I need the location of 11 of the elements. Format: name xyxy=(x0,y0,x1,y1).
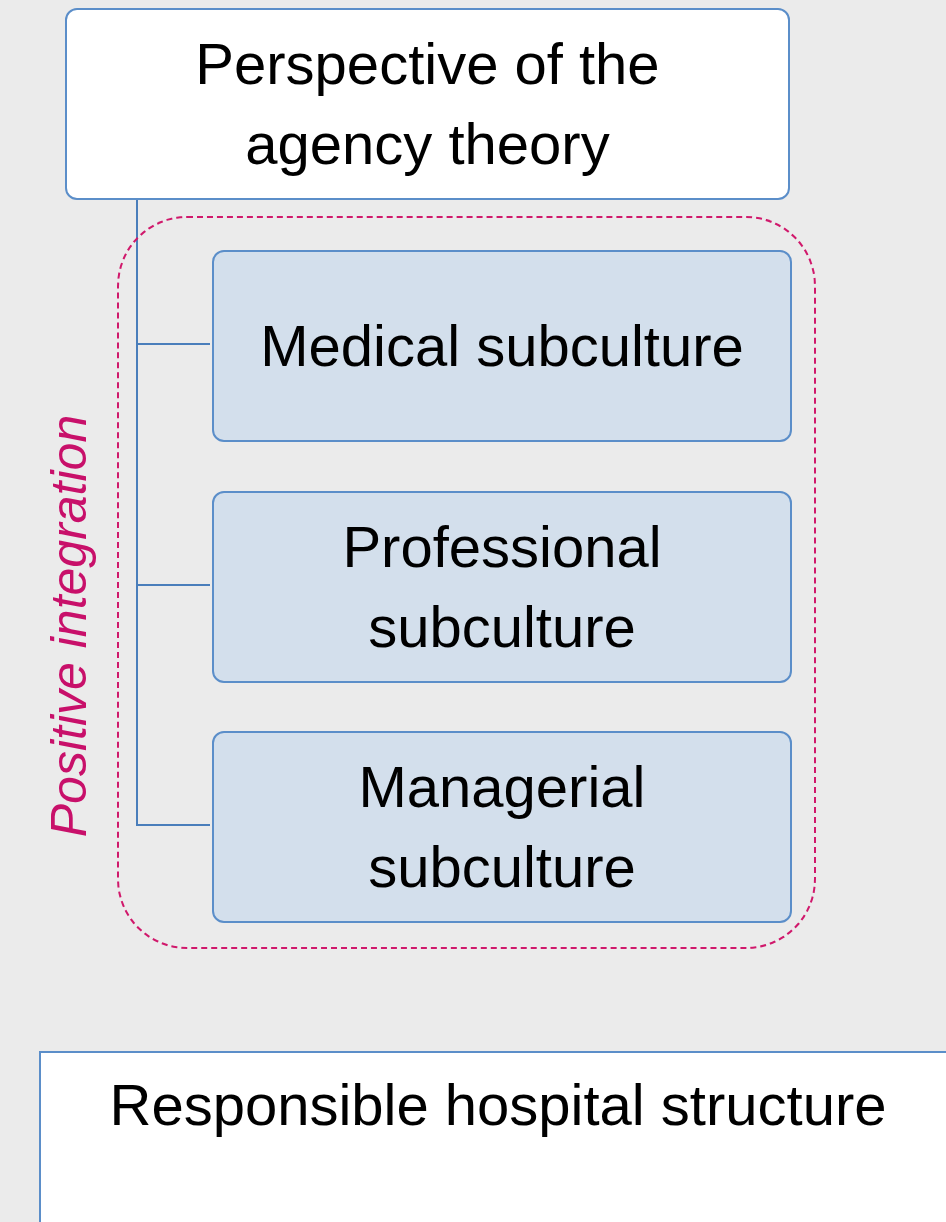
box-text: Medical subculture xyxy=(260,312,744,380)
box-text: Responsible hospital structure xyxy=(109,1071,887,1139)
box-text: Perspective of the agency theory xyxy=(194,30,661,178)
box-text: Professional subculture xyxy=(341,513,663,661)
group-label: Positive integration xyxy=(41,413,97,840)
process-box xyxy=(212,250,792,442)
process-box xyxy=(65,8,790,200)
box-text: Managerial subculture xyxy=(357,753,647,901)
process-box xyxy=(212,491,792,683)
process-box xyxy=(212,731,792,923)
process-box xyxy=(39,1051,946,1222)
